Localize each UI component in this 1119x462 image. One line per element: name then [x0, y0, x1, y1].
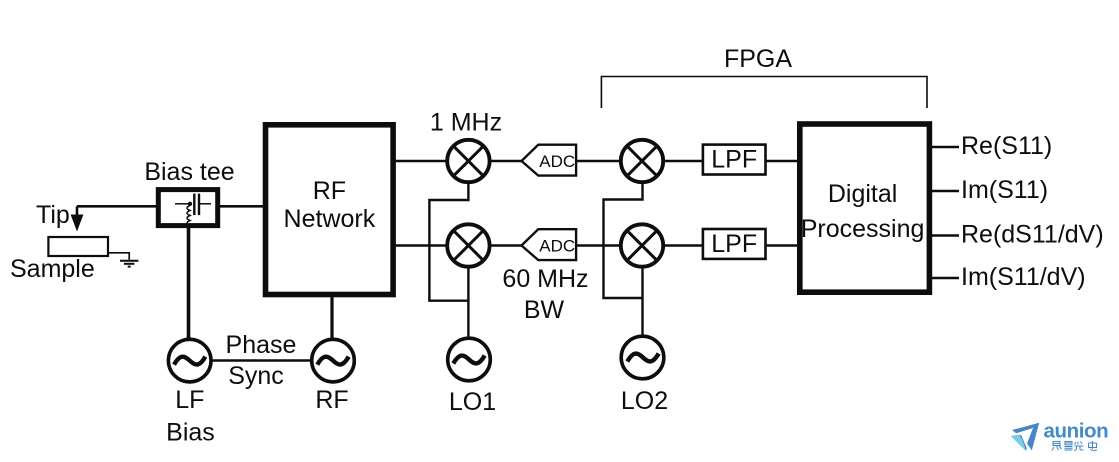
svg-text:Im(S11/dV): Im(S11/dV)	[961, 263, 1086, 291]
svg-text:Tip: Tip	[36, 201, 70, 229]
svg-text:LO1: LO1	[449, 388, 496, 416]
svg-text:Sample: Sample	[10, 255, 95, 283]
svg-text:ADC: ADC	[539, 152, 575, 171]
svg-text:ADC: ADC	[539, 237, 575, 256]
svg-text:LPF: LPF	[711, 146, 757, 174]
svg-text:BW: BW	[524, 296, 565, 324]
svg-text:Im(S11): Im(S11)	[961, 176, 1048, 204]
svg-text:Re(dS11/dV): Re(dS11/dV)	[961, 221, 1104, 249]
svg-text:FPGA: FPGA	[724, 45, 792, 73]
svg-text:Digital: Digital	[828, 180, 897, 208]
svg-text:60 MHz: 60 MHz	[502, 265, 588, 293]
svg-text:Bias: Bias	[166, 419, 215, 447]
svg-text:aunion: aunion	[1044, 420, 1109, 443]
svg-text:LF: LF	[175, 386, 204, 414]
svg-text:Re(S11): Re(S11)	[961, 132, 1052, 160]
svg-text:LO2: LO2	[621, 387, 668, 415]
svg-text:Network: Network	[284, 205, 376, 233]
svg-text:RF: RF	[315, 386, 348, 414]
svg-text:Bias tee: Bias tee	[144, 158, 234, 186]
svg-text:Processing: Processing	[801, 215, 925, 243]
svg-text:Phase: Phase	[226, 331, 297, 359]
svg-text:LPF: LPF	[711, 230, 757, 258]
svg-text:Sync: Sync	[228, 362, 284, 390]
svg-text:RF: RF	[313, 177, 346, 205]
svg-text:1 MHz: 1 MHz	[430, 109, 502, 137]
